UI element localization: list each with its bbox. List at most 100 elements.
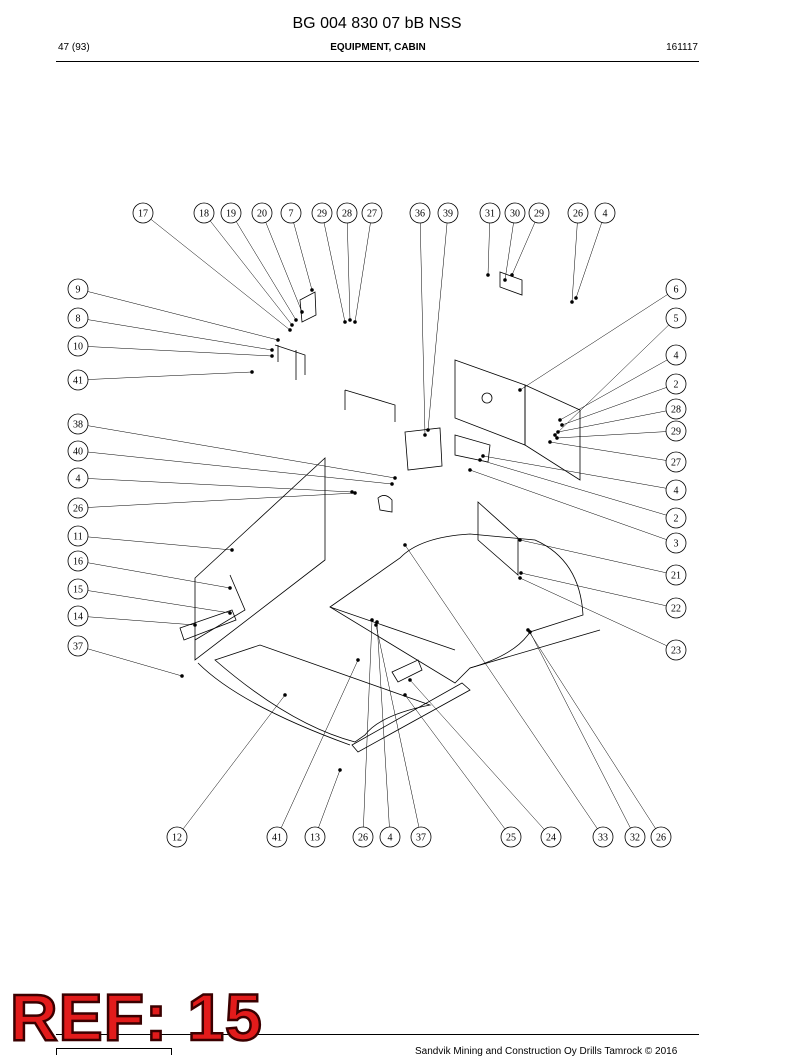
callout-anchor-top-36: [423, 433, 427, 437]
callout-bubble-top-31: [479, 202, 501, 224]
callout-anchor-left-8: [270, 348, 274, 352]
callout-bubble-top-30: [504, 202, 526, 224]
callout-anchor-left-10: [270, 354, 274, 358]
callout-bubble-bottom-12: [166, 826, 188, 848]
hose-clamp: [377, 495, 393, 513]
callout-label-bottom-32: 32: [630, 833, 640, 844]
callout-bubble-top-17: [132, 202, 154, 224]
callout-label-top-7: 7: [289, 209, 294, 220]
callout-label-left-4: 4: [76, 474, 81, 485]
callout-label-top-36: 36: [415, 209, 425, 220]
callout-anchor-top-4: [574, 296, 578, 300]
section-title: EQUIPMENT, CABIN: [330, 42, 426, 53]
callout-bubble-bottom-26: [352, 826, 374, 848]
callout-label-left-40: 40: [73, 447, 83, 458]
callout-bubble-left-8: [67, 307, 89, 329]
header-divider: [56, 61, 699, 62]
callout-bubble-right-27: [665, 451, 687, 473]
callout-label-right-28: 28: [671, 405, 681, 416]
callout-anchor-right-3: [468, 468, 472, 472]
floor-panel-edge: [469, 629, 601, 669]
callout-bubble-right-3: [665, 532, 687, 554]
callout-leader-bottom-32: [529, 631, 631, 829]
left-lower-bracket: [179, 609, 237, 641]
callout-bubble-left-16: [67, 550, 89, 572]
callout-leader-right-27: [549, 441, 667, 461]
callout-anchor-top-30: [503, 278, 507, 282]
callout-leader-bottom-26: [527, 629, 656, 829]
callout-label-right-6: 6: [674, 285, 679, 296]
callout-leader-bottom-24: [409, 679, 545, 830]
callout-label-bottom-24: 24: [546, 833, 556, 844]
callout-anchor-top-27: [353, 320, 357, 324]
rear-plate-hole: [481, 392, 493, 404]
callout-bubble-top-36: [409, 202, 431, 224]
callout-anchor-bottom-26: [370, 618, 374, 622]
callout-label-right-22: 22: [671, 604, 681, 615]
callout-bubble-bottom-4: [379, 826, 401, 848]
callout-bubble-left-4: [67, 467, 89, 489]
callout-leader-right-6: [519, 294, 668, 391]
callout-anchor-bottom-33: [403, 543, 407, 547]
callout-leader-right-23: [519, 577, 668, 647]
callout-leader-right-2: [479, 459, 667, 516]
callout-leader-left-41: [87, 371, 253, 380]
callout-label-bottom-4: 4: [388, 833, 393, 844]
callout-anchor-right-2: [560, 423, 564, 427]
callout-label-bottom-25: 25: [506, 833, 516, 844]
callout-label-left-16: 16: [73, 557, 83, 568]
callout-label-bottom-13: 13: [310, 833, 320, 844]
rear-plate-left: [454, 359, 526, 446]
callout-anchor-right-27: [548, 440, 552, 444]
callout-bubble-bottom-25: [500, 826, 522, 848]
callout-bubble-top-18: [193, 202, 215, 224]
top-mount-bracket: [344, 389, 396, 422]
callout-bubble-bottom-13: [304, 826, 326, 848]
callout-leader-right-4: [559, 359, 668, 421]
callout-bubble-left-9: [67, 278, 89, 300]
lower-panel-lip: [197, 662, 351, 746]
callout-label-left-11: 11: [73, 532, 83, 543]
callout-bubble-left-40: [67, 440, 89, 462]
callout-anchor-right-6: [518, 388, 522, 392]
callout-anchor-bottom-13: [338, 768, 342, 772]
callout-leader-top-17: [150, 219, 291, 331]
callout-bubble-top-26: [567, 202, 589, 224]
callout-bubble-top-20: [251, 202, 273, 224]
callout-leader-left-14: [87, 616, 196, 626]
callout-label-right-27: 27: [671, 458, 681, 469]
callout-anchor-right-4: [558, 418, 562, 422]
callout-bubble-bottom-33: [592, 826, 614, 848]
callout-label-left-9: 9: [76, 285, 81, 296]
callout-anchor-top-20: [300, 310, 304, 314]
callout-bubble-right-4: [665, 344, 687, 366]
right-side-panel: [477, 501, 519, 576]
callout-leader-bottom-37: [375, 624, 420, 828]
lower-curved-panel: [214, 644, 432, 743]
callout-anchor-top-19: [294, 318, 298, 322]
callout-bubble-left-38: [67, 413, 89, 435]
callout-label-top-27: 27: [367, 209, 377, 220]
callout-label-right-3: 3: [674, 539, 679, 550]
floor-panel: [329, 533, 584, 684]
callout-anchor-left-37: [180, 674, 184, 678]
callout-leader-left-4: [87, 478, 353, 493]
callout-label-left-37: 37: [73, 642, 83, 653]
callout-label-top-28: 28: [342, 209, 352, 220]
callout-leader-top-4: [575, 222, 603, 299]
callout-anchor-right-5: [553, 433, 557, 437]
callout-label-left-15: 15: [73, 585, 83, 596]
callout-label-top-29: 29: [317, 209, 327, 220]
ref-stamp: REF: 15: [9, 980, 263, 1054]
callout-anchor-left-16: [228, 586, 232, 590]
callout-anchor-bottom-41: [356, 658, 360, 662]
callout-anchor-bottom-4: [375, 620, 379, 624]
callout-anchor-left-41: [250, 370, 254, 374]
callout-label-bottom-37: 37: [416, 833, 426, 844]
callout-bubble-right-2: [665, 507, 687, 529]
callout-bubble-left-11: [67, 525, 89, 547]
callout-leader-top-36: [419, 222, 426, 436]
callout-leader-bottom-25: [404, 694, 506, 830]
callout-anchor-bottom-12: [283, 693, 287, 697]
